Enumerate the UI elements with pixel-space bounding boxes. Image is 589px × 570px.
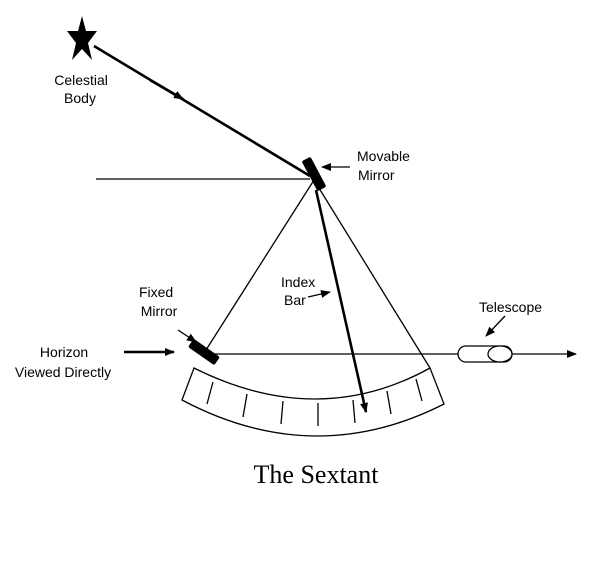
horizon-label-line1: Horizon [40, 344, 88, 360]
index-bar-label: Index Bar [281, 274, 319, 308]
frame-right-side [313, 179, 431, 369]
index-bar-pointer [307, 290, 331, 298]
movable-mirror [302, 157, 326, 191]
arc-scale [181, 367, 445, 437]
telescope-pointer [485, 315, 506, 337]
ray-direction-arrow [149, 78, 184, 101]
horizon-label-line2: Viewed Directly [15, 364, 111, 380]
fixed-mirror [188, 339, 220, 365]
movable-mirror-label-line1: Movable [357, 148, 410, 164]
index-bar-label-line1: Index [281, 274, 315, 290]
celestial-body-label: Celestial Body [54, 72, 112, 106]
incoming-light-ray [93, 44, 311, 178]
index-bar [314, 189, 368, 413]
star-icon [67, 16, 97, 60]
celestial-body-label-line2: Body [64, 90, 96, 106]
movable-mirror-label: Movable Mirror [357, 148, 414, 183]
index-bar-label-line2: Bar [284, 292, 306, 308]
arc-tick-marks [206, 378, 423, 426]
fixed-mirror-label-line2: Mirror [141, 303, 178, 319]
fixed-mirror-pointer [177, 329, 197, 343]
diagram-title: The Sextant [254, 460, 380, 489]
celestial-body-label-line1: Celestial [54, 72, 108, 88]
fixed-mirror-label: Fixed Mirror [139, 284, 178, 319]
fixed-mirror-label-line1: Fixed [139, 284, 173, 300]
telescope-eyepiece [487, 345, 513, 363]
frame-left-side [205, 179, 315, 351]
telescope-label: Telescope [479, 299, 542, 315]
movable-mirror-label-line2: Mirror [358, 167, 395, 183]
horizon-label: Horizon Viewed Directly [15, 344, 111, 380]
